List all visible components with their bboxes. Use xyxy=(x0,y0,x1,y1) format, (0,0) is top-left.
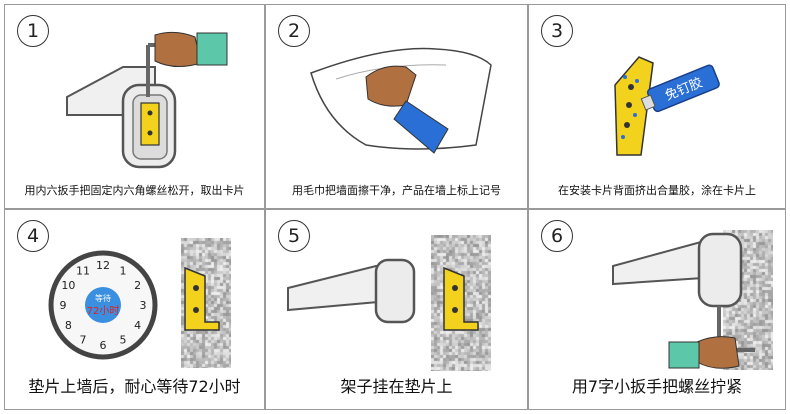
step-1-illustration xyxy=(5,5,265,185)
step-2-illustration xyxy=(266,5,528,185)
clock-number: 3 xyxy=(140,299,147,312)
wall-base xyxy=(376,260,414,322)
bracket-card xyxy=(141,103,159,145)
clock-number: 2 xyxy=(134,279,141,292)
step-5-illustration xyxy=(266,210,528,380)
clock-number: 11 xyxy=(76,264,90,277)
glove-cuff xyxy=(669,342,699,368)
clock-number: 5 xyxy=(120,334,127,347)
clock-number: 7 xyxy=(80,334,87,347)
step-5-caption: 架子挂在垫片上 xyxy=(266,373,527,397)
clock-number: 10 xyxy=(61,279,75,292)
step-4-caption: 垫片上墙后，耐心等待72小时 xyxy=(5,373,264,397)
clock-number: 9 xyxy=(60,299,67,312)
bracket-card xyxy=(185,268,219,330)
step-3-panel: 3 免钉胶 在安装卡片背面挤出合量胶，涂在卡片上 xyxy=(528,4,786,209)
clock-number: 12 xyxy=(96,259,110,272)
clock-number: 4 xyxy=(134,319,141,332)
hand xyxy=(155,32,201,66)
step-4-illustration: 12 12 3 45678 9 1011 等待 72小时 xyxy=(5,210,265,380)
clock-number: 1 xyxy=(120,264,127,277)
glove-cuff xyxy=(197,33,227,65)
step-3-illustration: 免钉胶 xyxy=(529,5,786,185)
clock-label-bottom: 72小时 xyxy=(87,305,120,317)
step-6-panel: 6 用7字小扳手把螺丝拧紧 xyxy=(528,209,786,410)
step-3-caption: 在安装卡片背面挤出合量胶，涂在卡片上 xyxy=(529,182,785,198)
step-1-caption: 用内六扳手把固定内六角螺丝松开，取出卡片 xyxy=(5,182,264,198)
wall-base xyxy=(699,234,741,306)
bracket-card xyxy=(444,268,478,330)
step-6-illustration xyxy=(529,210,786,380)
step-5-panel: 5 架子挂在垫片上 xyxy=(265,209,528,410)
step-2-panel: 2 用毛巾把墙面擦干净，产品在墙上标上记号 xyxy=(265,4,528,209)
hand xyxy=(697,337,739,369)
step-4-panel: 4 12 12 3 45678 9 1011 等待 72小时 垫片上墙后，耐心等待72小时 xyxy=(4,209,265,410)
clock-number: 8 xyxy=(65,319,72,332)
clock-center xyxy=(85,287,121,323)
clock-number: 6 xyxy=(100,339,107,352)
step-1-panel: 1 用内六扳手把固定内六角螺丝松开，取出卡片 xyxy=(4,4,265,209)
clock-label-top: 等待 xyxy=(95,293,111,303)
step-6-caption: 用7字小扳手把螺丝拧紧 xyxy=(529,373,785,397)
step-2-caption: 用毛巾把墙面擦干净，产品在墙上标上记号 xyxy=(266,182,527,198)
